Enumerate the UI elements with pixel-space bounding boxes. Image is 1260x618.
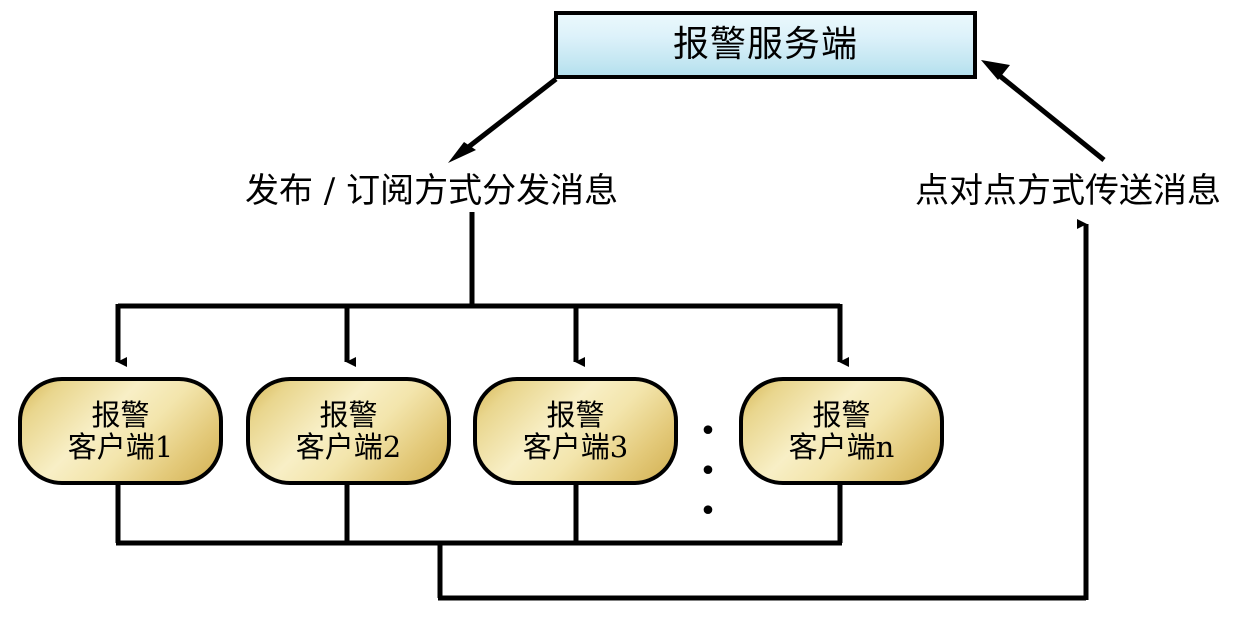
alarm-client-1-line2: 客户端1 (67, 430, 174, 464)
alarm-client-n-line2: 客户端n (788, 430, 895, 464)
alarm-client-n-line1: 报警 (812, 397, 871, 432)
edge-server-to-label (448, 77, 558, 163)
alarm-client-3-node[interactable]: 报警 客户端3 (473, 377, 678, 485)
alarm-client-2-line1: 报警 (319, 397, 378, 432)
alarm-client-3-line2: 客户端3 (522, 430, 629, 464)
alarm-server-node[interactable]: 报警服务端 (554, 11, 977, 79)
p2p-flow-label: 点对点方式传送消息 (915, 171, 1221, 211)
alarm-client-3-line1: 报警 (546, 397, 605, 432)
alarm-client-1-line1: 报警 (91, 397, 150, 432)
edge-label-to-server (981, 60, 1106, 162)
edge-label-to-bus (118, 212, 840, 309)
alarm-client-1-node[interactable]: 报警 客户端1 (18, 377, 223, 485)
clients-ellipsis: • • • (686, 412, 734, 529)
alarm-client-2-node[interactable]: 报警 客户端2 (246, 377, 451, 485)
alarm-client-2-line2: 客户端2 (295, 430, 402, 464)
edge-return-bus (116, 219, 1089, 601)
alarm-client-n-node[interactable]: 报警 客户端n (739, 377, 944, 485)
alarm-server-label: 报警服务端 (672, 24, 858, 65)
pubsub-flow-label: 发布 / 订阅方式分发消息 (245, 171, 619, 211)
